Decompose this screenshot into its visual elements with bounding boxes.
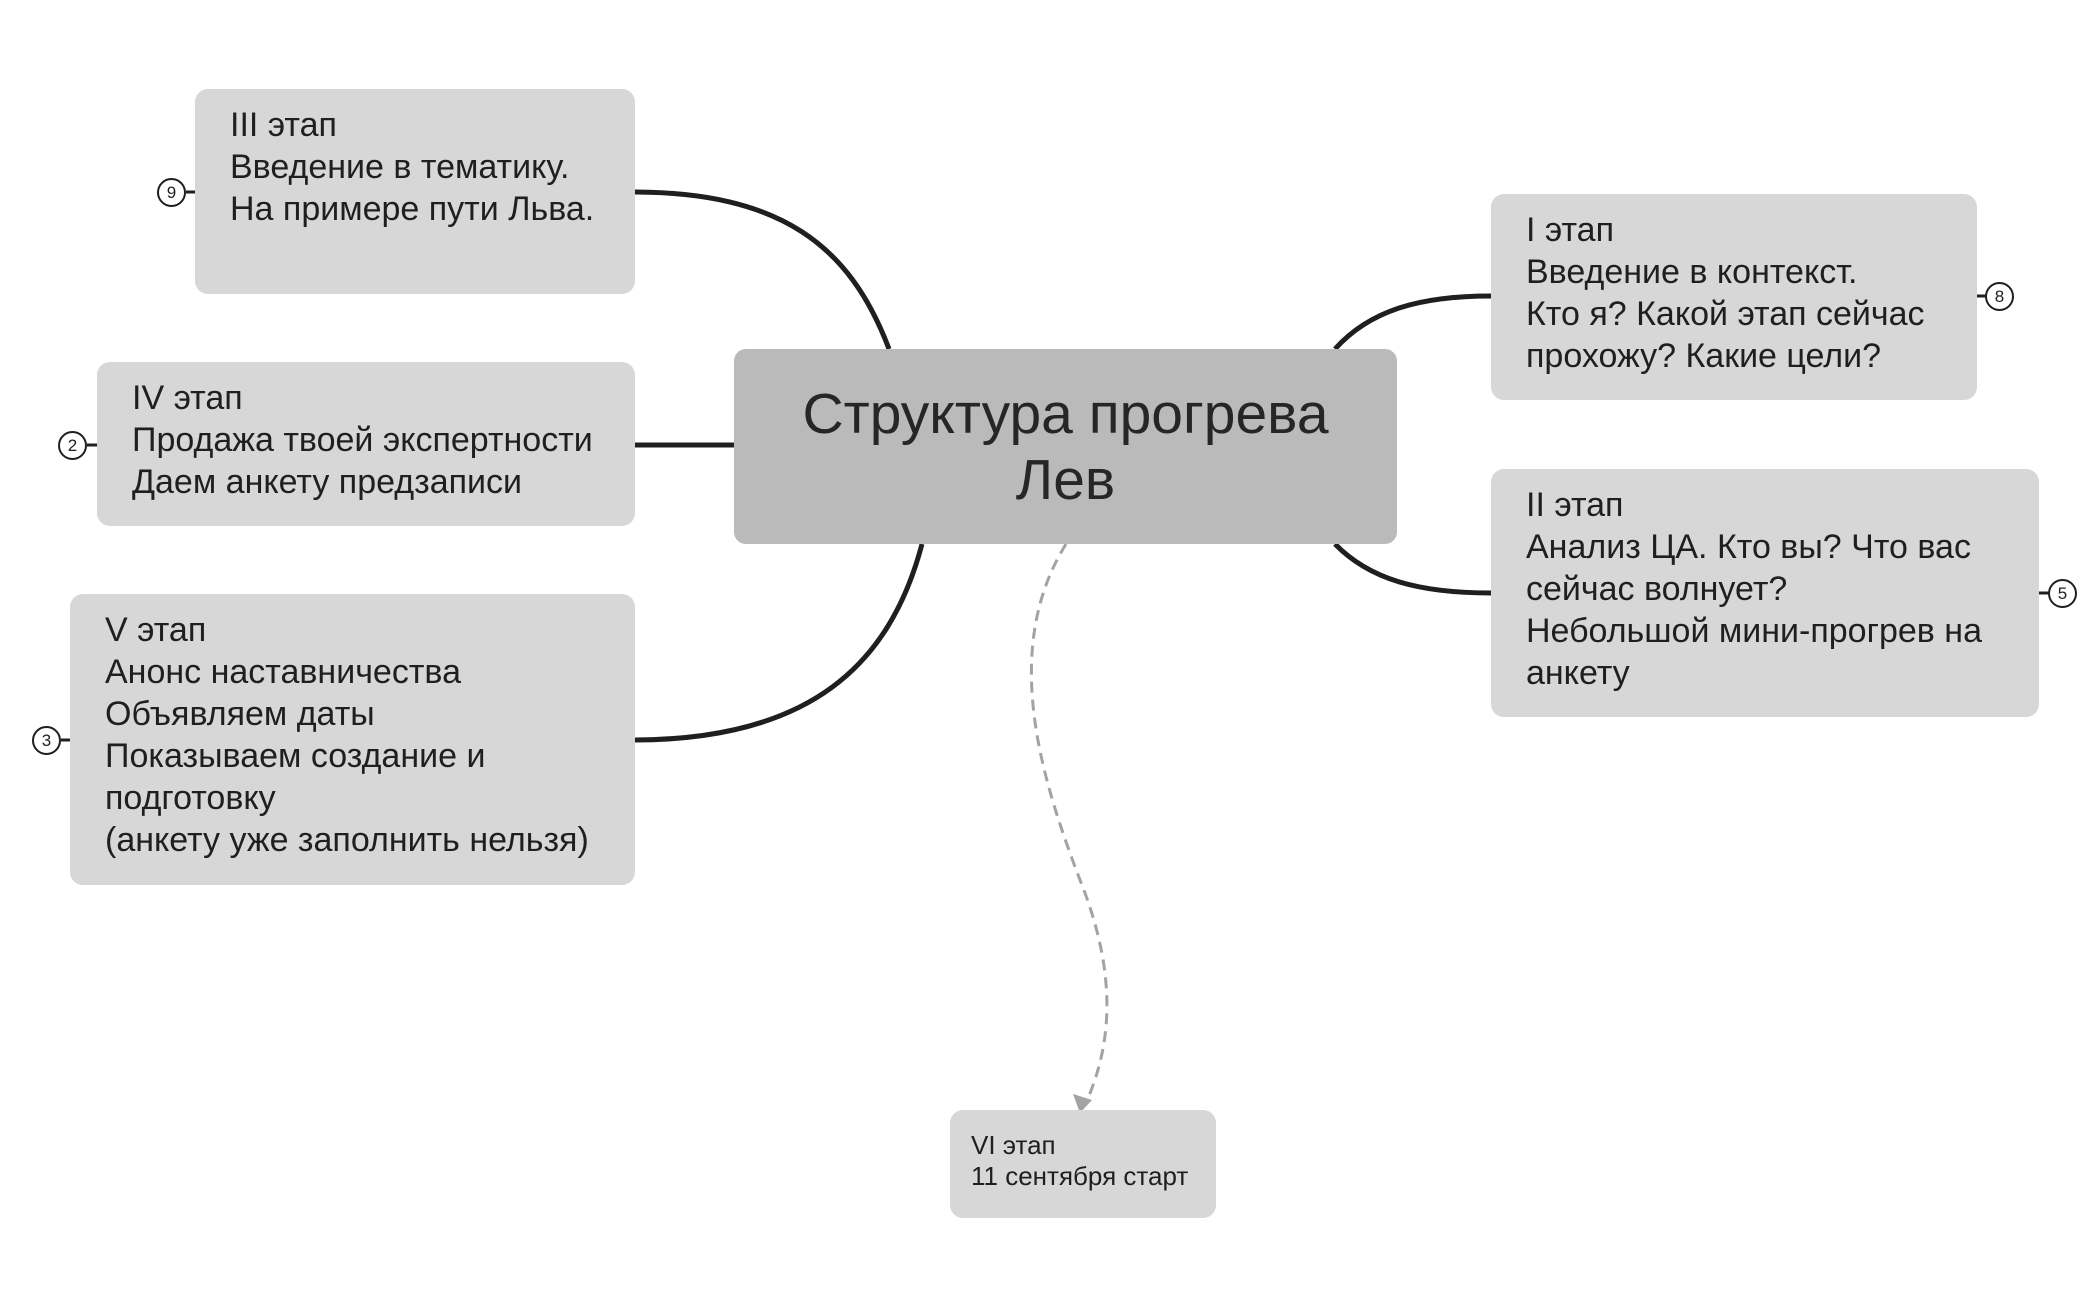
subtopic-count-badge-stage-4[interactable]: 2 [58,431,87,460]
topic-text-line: подготовку [105,779,276,817]
topic-text-line: прохожу? Какие цели? [1526,337,1882,375]
central-topic-line-1: Структура прогрева [802,381,1329,446]
topic-text-line: анкету [1526,654,1630,692]
topic-text-line: Анонс наставничества [105,653,461,691]
topic-text-line: I этап [1526,211,1615,249]
topic-text-line: Кто я? Какой этап сейчас [1526,295,1925,333]
topic-text-line: II этап [1526,486,1624,524]
subtopic-count-badge-stage-5[interactable]: 3 [32,726,61,755]
topic-stage-4[interactable]: IV этап Продажа твоей экспертности Даем … [97,362,635,526]
connector-central-to-stage3 [632,189,892,350]
connector-central-to-stage2 [1333,542,1492,596]
topic-text-line: Введение в тематику. [230,148,570,186]
topic-text-line: Даем анкету предзаписи [132,463,523,501]
topic-stage-6[interactable]: VI этап 11 сентября старт [950,1110,1216,1218]
topic-stage-5[interactable]: V этап Анонс наставничества Объявляем да… [70,594,635,885]
topic-text-line: Продажа твоей экспертности [132,421,593,459]
topic-text-line: сейчас волнует? [1526,570,1788,608]
topic-text-line: Небольшой мини-прогрев на [1526,612,1982,650]
subtopic-count-badge-stage-1[interactable]: 8 [1985,282,2014,311]
central-topic[interactable]: Структура прогрева Лев [734,349,1397,544]
topic-text-line: (анкету уже заполнить нельзя) [105,821,589,859]
connector-central-to-stage1 [1333,293,1492,351]
topic-text-line: III этап [230,106,337,144]
topic-stage-3[interactable]: III этап Введение в тематику. На примере… [195,89,635,294]
topic-text-line: Показываем создание и [105,737,486,775]
subtopic-count-badge-stage-3[interactable]: 9 [157,178,186,207]
subtopic-count-badge-stage-2[interactable]: 5 [2048,579,2077,608]
topic-text-line: Введение в контекст. [1526,253,1858,291]
topic-text-line: 11 сентября старт [971,1161,1189,1191]
connector-central-to-stage5 [632,543,925,743]
topic-stage-1[interactable]: I этап Введение в контекст. Кто я? Какой… [1491,194,1977,400]
topic-text-line: V этап [105,611,207,649]
arrowhead-icon [1073,1094,1092,1113]
topic-stage-2[interactable]: II этап Анализ ЦА. Кто вы? Что вас сейча… [1491,469,2039,717]
topic-text-line: IV этап [132,379,243,417]
topic-text-line: Объявляем даты [105,695,375,733]
central-topic-line-2: Лев [1015,447,1116,512]
topic-text-line: VI этап [971,1130,1056,1160]
dashed-connector-central-to-stage6 [1029,543,1109,1106]
topic-text-line: На примере пути Льва. [230,190,595,228]
topic-text-line: Анализ ЦА. Кто вы? Что вас [1526,528,1971,566]
